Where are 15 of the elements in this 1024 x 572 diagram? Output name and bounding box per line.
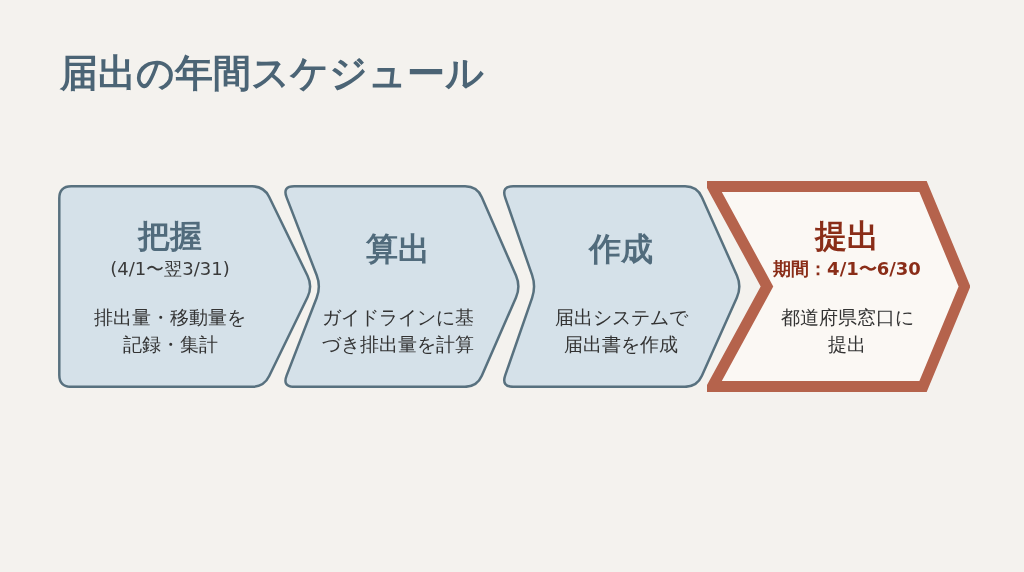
step-subtitle: (4/1〜翌3/31) [110,257,230,281]
step-subtitle: 期間：4/1〜6/30 [773,257,921,281]
step-description: 排出量・移動量を記録・集計 [93,305,247,357]
step-description: 都道府県窓口に提出 [779,305,915,357]
step-description: ガイドラインに基づき排出量を計算 [321,305,475,357]
chevron-step [500,185,743,388]
step-description: 届出システムで届出書を作成 [553,305,689,357]
chevron-step [58,185,314,388]
chevron-step [707,181,970,392]
step-title: 提出 [815,216,879,256]
chevron-step [281,185,522,388]
step-title: 把握 [138,216,202,256]
step-title: 算出 [366,229,430,269]
step-title: 作成 [589,229,653,269]
title: 届出の年間スケジュール [60,50,484,97]
